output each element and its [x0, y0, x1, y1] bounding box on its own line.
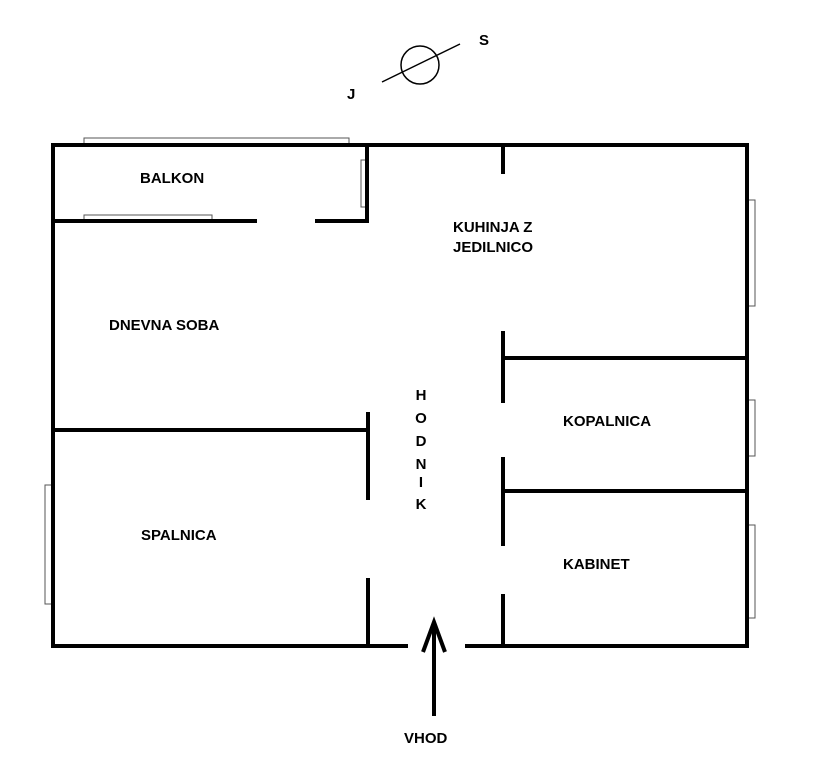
windows — [44, 137, 756, 619]
hallway-letter: N — [416, 456, 427, 473]
hallway-letter: I — [419, 474, 423, 491]
window-bathroom — [747, 399, 756, 457]
room-labels: BALKON KUHINJA Z JEDILNICO DNEVNA SOBA K… — [109, 170, 651, 573]
walls — [51, 143, 749, 648]
room-label-study: KABINET — [563, 556, 630, 573]
compass-needle — [381, 43, 461, 83]
window-kitchen — [747, 199, 756, 307]
window-bedroom — [44, 484, 53, 605]
room-label-bathroom: KOPALNICA — [563, 413, 651, 430]
window-study — [747, 524, 756, 619]
room-label-living-room: DNEVNA SOBA — [109, 317, 219, 334]
hallway-letter: H — [416, 387, 427, 404]
hallway-letter: O — [415, 410, 427, 427]
entrance-label: VHOD — [404, 730, 448, 747]
compass: S J — [347, 32, 489, 103]
room-label-kitchen-line2: JEDILNICO — [453, 239, 533, 256]
hallway-letter: D — [416, 433, 427, 450]
room-label-balcony: BALKON — [140, 170, 204, 187]
room-label-hallway: H O D N I K — [415, 387, 427, 513]
compass-south-label: J — [347, 86, 355, 103]
room-label-kitchen-line1: KUHINJA Z — [453, 219, 532, 236]
hallway-letter: K — [416, 496, 427, 513]
compass-circle — [400, 45, 440, 85]
entrance-arrow: VHOD — [404, 616, 448, 747]
entrance-arrow-head — [421, 616, 447, 653]
compass-north-label: S — [479, 32, 489, 49]
room-label-bedroom: SPALNICA — [141, 527, 217, 544]
